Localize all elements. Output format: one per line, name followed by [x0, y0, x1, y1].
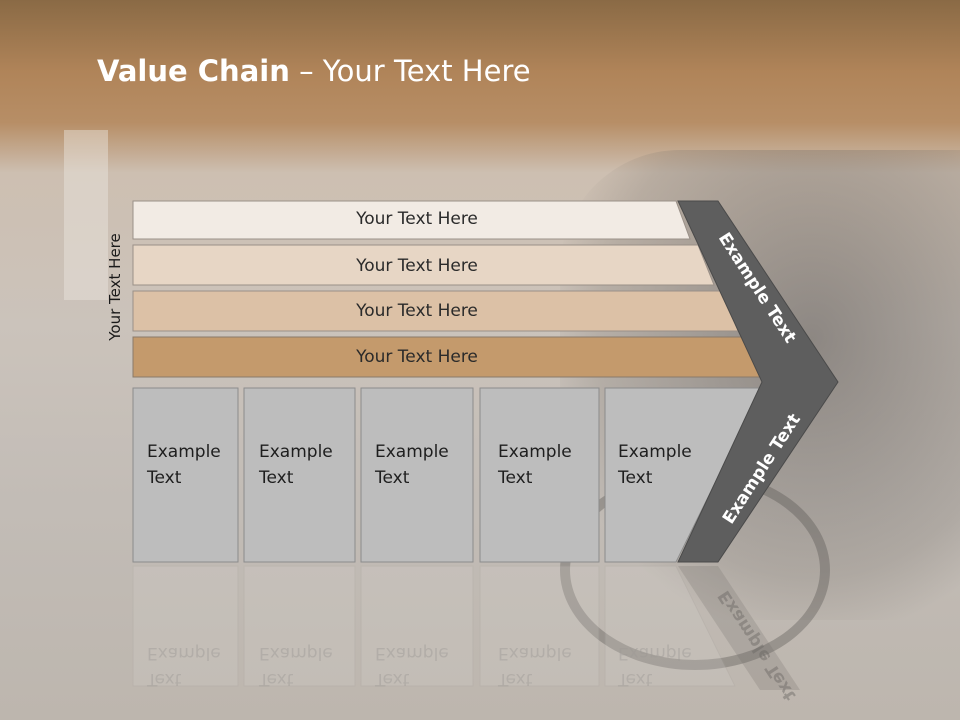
- reflection-group: [132, 565, 800, 690]
- cell-2-reflection-line2: Text: [259, 669, 294, 689]
- chevron-arrow: [677, 200, 839, 563]
- cell-2-line2: Text: [259, 468, 294, 488]
- band-3-label: Your Text Here: [356, 301, 478, 321]
- cell-2-line1: Example: [259, 442, 333, 462]
- cell-1-reflection-line2: Text: [147, 669, 182, 689]
- cell-5-reflection-text: Text Example: [618, 640, 692, 692]
- cell-3-reflection-line2: Text: [375, 669, 410, 689]
- cell-4-reflection-text: Text Example: [498, 640, 572, 692]
- cell-5-reflection-line2: Text: [618, 669, 653, 689]
- cell-4-line2: Text: [498, 468, 533, 488]
- cell-1-line2: Text: [147, 468, 182, 488]
- cell-3-line1: Example: [375, 442, 449, 462]
- cell-5-line2: Text: [618, 468, 653, 488]
- cell-3-reflection-text: Text Example: [375, 640, 449, 692]
- cell-2-shape: [243, 387, 356, 563]
- band-1-label: Your Text Here: [356, 209, 478, 229]
- band-2-shape: [132, 244, 715, 286]
- cell-5-shape: [604, 387, 763, 563]
- cell-4-reflection-line2: Text: [498, 669, 533, 689]
- cell-4-reflection-line1: Example: [498, 643, 572, 663]
- cell-1-reflection: [132, 565, 239, 687]
- cell-4-line1: Example: [498, 442, 572, 462]
- slide-title: Value Chain – Your Text Here: [97, 54, 531, 88]
- cell-1-reflection-line1: Example: [147, 643, 221, 663]
- cell-3-reflection: [360, 565, 474, 687]
- cell-1-line1: Example: [147, 442, 221, 462]
- background-post: [64, 130, 108, 300]
- slide-title-rest: – Your Text Here: [289, 54, 531, 88]
- cell-3-reflection-line1: Example: [375, 643, 449, 663]
- band-4-label: Your Text Here: [356, 347, 478, 367]
- cell-2-reflection-line1: Example: [259, 643, 333, 663]
- arrow-reflection: [678, 566, 800, 690]
- cell-3-line2: Text: [375, 468, 410, 488]
- cell-4-reflection: [479, 565, 600, 687]
- band-1-shape: [132, 200, 691, 240]
- cell-5-reflection: [604, 565, 736, 687]
- cell-5-line1: Example: [618, 442, 692, 462]
- cell-5-reflection-line1: Example: [618, 643, 692, 663]
- cell-2-reflection: [243, 565, 356, 687]
- cell-1-reflection-text: Text Example: [147, 640, 221, 692]
- cell-4-shape: [479, 387, 600, 563]
- cell-3-shape: [360, 387, 474, 563]
- band-2-label: Your Text Here: [356, 256, 478, 276]
- slide-title-bold: Value Chain: [97, 54, 290, 88]
- cell-2-reflection-text: Text Example: [259, 640, 333, 692]
- cell-1-shape: [132, 387, 239, 563]
